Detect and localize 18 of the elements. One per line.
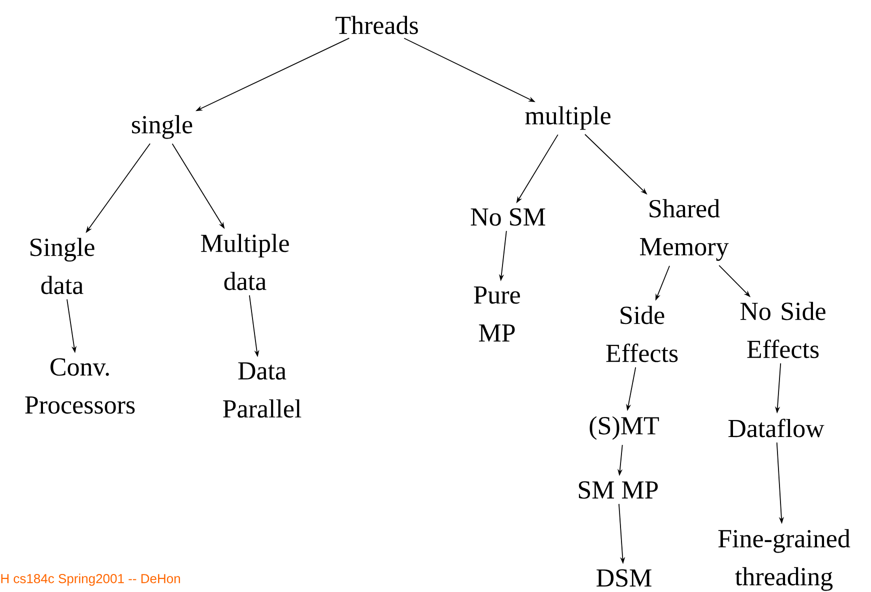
- tree-label: No Side Effects: [740, 302, 826, 358]
- tree-label: Threads: [336, 16, 418, 34]
- tree-label: Pure MP: [474, 286, 520, 342]
- tree-label: Dataflow: [728, 418, 824, 438]
- tree-label: Fine-grained threading: [718, 529, 850, 591]
- tree-label: Conv. Processors: [25, 358, 135, 414]
- tree-label: (S)MT: [590, 416, 659, 440]
- tree-label: Single data: [30, 238, 94, 294]
- tree-label: multiple: [525, 106, 610, 130]
- tree-label: single: [132, 115, 192, 139]
- tree-label: Side Effects: [606, 306, 678, 362]
- tree-label: DSM: [596, 569, 652, 587]
- footer-text: H cs184c Spring2001 -- DeHon: [1, 574, 180, 586]
- tree-label: Shared Memory: [640, 199, 729, 261]
- tree-label: Data Parallel: [223, 362, 302, 418]
- tree-label: Multiple data: [200, 234, 289, 290]
- tree-label: No SM: [470, 208, 546, 226]
- tree-label: SM MP: [578, 481, 658, 499]
